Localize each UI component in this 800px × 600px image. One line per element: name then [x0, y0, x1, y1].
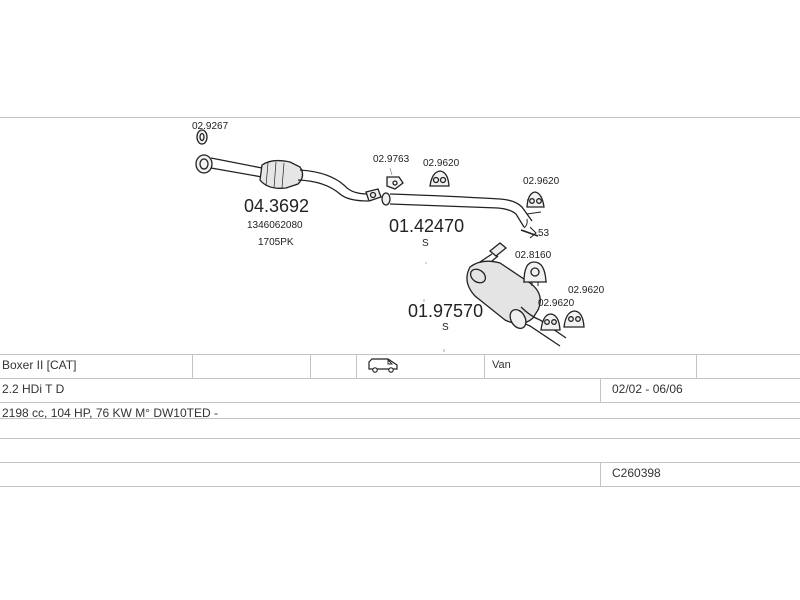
- vehicle-model: Boxer II [CAT]: [2, 358, 77, 372]
- engine: 2.2 HDi T D: [2, 382, 65, 396]
- label-rear-muffler-code: 01.97570: [408, 301, 483, 321]
- hanger-ring: [523, 261, 547, 286]
- leader-lines: [200, 129, 445, 352]
- rear-muffler: [466, 242, 567, 347]
- label-hanger-ring: 02.8160: [515, 250, 552, 261]
- label-clamp: 02.9267: [192, 121, 229, 132]
- van-icon: [368, 357, 398, 373]
- front-pipe-catalytic-converter: [195, 154, 369, 202]
- label-middle-pipe-code: 01.42470: [389, 216, 464, 236]
- label-hanger-2: 02.9620: [523, 176, 560, 187]
- production-years: 02/02 - 06/06: [612, 382, 683, 396]
- label-rear-muffler-suffix: S: [442, 322, 449, 333]
- engine-specs: 2198 cc, 104 HP, 76 KW M° DW10TED -: [2, 406, 218, 420]
- label-diameter: 53: [538, 228, 550, 239]
- body-type: Van: [492, 359, 511, 371]
- gasket-flange: [365, 176, 404, 202]
- hanger-rubber-2: [526, 191, 545, 208]
- exhaust-diagram: 02.9267 04.3692 1346062080 1705PK 02.976…: [192, 121, 605, 352]
- label-front-pipe-oem2: 1705PK: [258, 237, 294, 248]
- label-middle-pipe-suffix: S: [422, 238, 429, 249]
- label-front-pipe-oem: 1346062080: [247, 220, 303, 231]
- front-pipe-clamp: [196, 129, 208, 145]
- label-hanger-1: 02.9620: [423, 158, 460, 169]
- catalog-code: C260398: [612, 466, 661, 480]
- hanger-rubber-3: [563, 310, 585, 328]
- label-hanger-4: 02.9620: [538, 298, 575, 309]
- label-hanger-3: 02.9620: [568, 285, 605, 296]
- hanger-rubber-1: [429, 170, 450, 187]
- middle-pipe: [381, 192, 542, 239]
- label-front-pipe-code: 04.3692: [244, 196, 309, 216]
- hanger-rubber-4: [540, 313, 561, 331]
- label-gasket: 02.9763: [373, 154, 410, 165]
